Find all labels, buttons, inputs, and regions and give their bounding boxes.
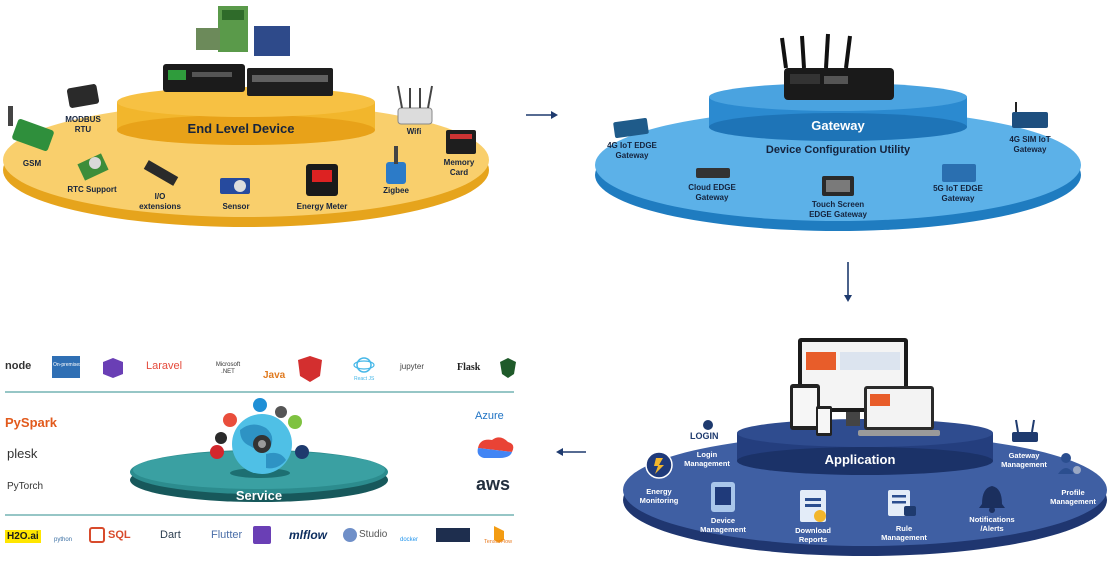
logo-mlflow: mlflow (289, 528, 327, 542)
logo-rstudio: Studio (359, 529, 388, 540)
label-touch-screen-edge-gateway: Touch Screen EDGE Gateway (809, 200, 867, 219)
5g-iot-edge-gateway-icon (942, 164, 976, 182)
logo-jupyter: jupyter (400, 362, 425, 371)
touch-screen-gateway-icon (822, 176, 854, 196)
4g-iot-edge-gateway-icon (613, 117, 649, 139)
logo-aws: aws (476, 474, 511, 494)
label-gsm: GSM (22, 159, 42, 168)
label-io-extensions: I/O extensions (139, 192, 181, 211)
modbus-rtu-icon (66, 84, 100, 108)
rule-management-icon (888, 490, 916, 516)
logo-java: Java (263, 370, 286, 381)
label-wifi: Wifi (406, 127, 422, 136)
application-platform (623, 419, 1107, 556)
arrow-down-icon (844, 262, 852, 302)
gateway-platform (595, 83, 1081, 231)
4g-sim-iot-gateway-icon (1012, 102, 1048, 128)
globe-icon (230, 414, 292, 478)
logo-laravel: Laravel (146, 360, 183, 372)
label-4g-sim-iot-gateway: 4G SIM IoT Gateway (1009, 135, 1051, 154)
label-profile-management: Profile Management (1050, 488, 1096, 506)
gateway-management-icon (1012, 419, 1038, 442)
logo-flask: Flask (457, 362, 481, 373)
label-notifications-alerts: Notifications /Alerts (969, 515, 1015, 533)
label-modbus-rtu: MODBUS RTU (65, 115, 101, 134)
sensor-icon (220, 178, 250, 194)
logo-plesk: plesk (7, 446, 38, 461)
rtc-module-icon (77, 153, 109, 181)
gateway-subtitle: Device Configuration Utility (765, 144, 911, 156)
logo-docker: docker (400, 537, 419, 543)
wifi-router-icon (397, 85, 433, 125)
logo-pyspark: PySpark (5, 415, 58, 430)
label-energy-monitoring: Energy Monitoring (639, 487, 679, 505)
zigbee-icon (386, 146, 406, 184)
label-gateway-management: Gateway Management (1001, 451, 1047, 469)
logo-python: python (54, 537, 73, 543)
label-rule-management: Rule Management (881, 524, 927, 542)
notifications-bell-icon (979, 486, 1005, 513)
label-zigbee: Zigbee (383, 186, 409, 195)
label-4g-iot-edge-gateway: 4G IoT EDGE Gateway (607, 141, 657, 160)
arrow-left-icon (556, 448, 586, 456)
logo-sql: SQL (108, 529, 131, 541)
logo-dotnet: Microsoft .NET (215, 362, 241, 375)
logo-node: node (5, 360, 32, 372)
end-device-title: End Level Device (187, 121, 295, 136)
logo-h2o: H2O.ai (5, 530, 41, 543)
download-reports-icon (800, 490, 826, 522)
label-device-management: Device Management (700, 516, 746, 534)
gsm-module-icon (8, 106, 54, 151)
arrow-right-icon (526, 111, 558, 119)
login-icon (703, 420, 713, 430)
service-title: Service (235, 488, 283, 503)
login-icon-text: LOGIN (690, 431, 719, 441)
label-cloud-edge-gateway: Cloud EDGE Gateway (688, 183, 736, 202)
label-download-reports: Download Reports (795, 526, 831, 544)
industrial-gateway-icon (163, 64, 333, 96)
gateway-device-icon (780, 33, 894, 100)
label-rtc-support: RTC Support (67, 185, 117, 194)
cloud-edge-gateway-icon (696, 168, 730, 178)
io-extension-icon (143, 160, 179, 186)
logo-dart: Dart (160, 529, 181, 541)
label-login-management: Login Management (684, 450, 730, 468)
logo-azure: Azure (475, 410, 504, 422)
end-device-platform (3, 87, 489, 227)
profile-management-icon (1058, 453, 1081, 474)
device-management-icon (711, 482, 735, 512)
controller-boards-icon (196, 6, 290, 56)
logo-flutter: Flutter (211, 529, 243, 541)
dashboard-screens-icon (790, 338, 940, 436)
memory-card-icon (446, 130, 476, 154)
logo-shapes (52, 356, 516, 544)
label-energy-meter: Energy Meter (296, 202, 348, 211)
logo-on-premises: On-premises (53, 362, 82, 368)
energy-monitoring-icon (645, 451, 673, 479)
label-sensor: Sensor (222, 202, 250, 211)
label-memory-card: Memory Card (443, 158, 475, 177)
energy-meter-icon (306, 164, 338, 196)
gateway-title: Gateway (811, 118, 865, 133)
logo-pytorch: PyTorch (7, 481, 44, 492)
logo-tensorflow: TensorFlow (484, 539, 513, 545)
application-title: Application (824, 452, 896, 467)
label-5g-iot-edge-gateway: 5G IoT EDGE Gateway (933, 184, 983, 203)
service-orbit-icons (210, 398, 309, 459)
logo-react: React JS (354, 376, 375, 382)
